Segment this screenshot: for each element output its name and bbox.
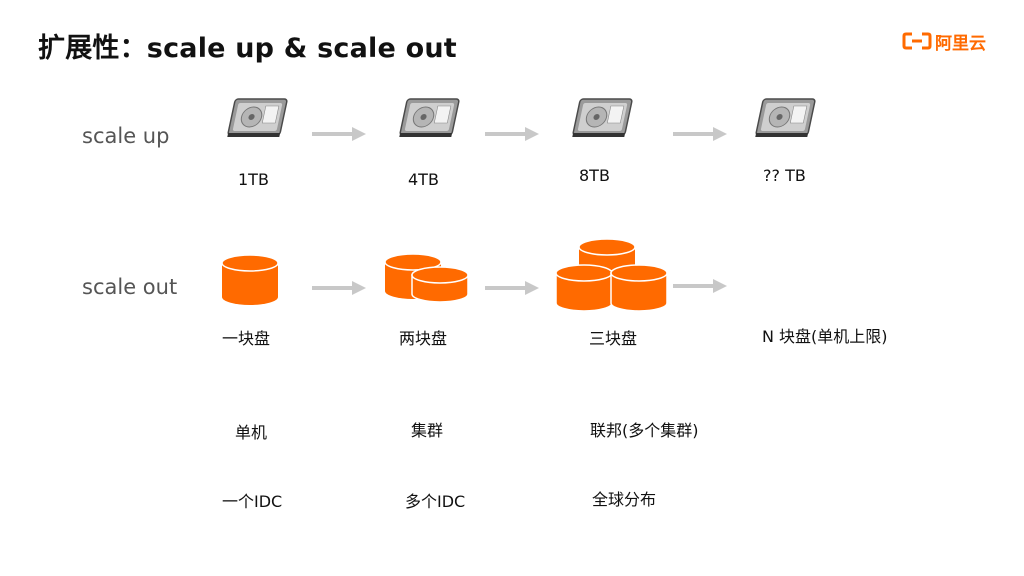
deployment-label-1: 单机	[235, 419, 267, 443]
datacenter-label-3: 全球分布	[592, 486, 656, 510]
deployment-label-3: 联邦(多个集群)	[590, 417, 699, 441]
scale-up-caption-2: 4TB	[408, 170, 439, 189]
hard-drive-icon	[571, 96, 631, 140]
scale-out-caption-2: 两块盘	[399, 325, 447, 349]
scale-up-caption-4: ?? TB	[763, 166, 806, 185]
scale-out-caption-1: 一块盘	[222, 325, 270, 349]
page-title: 扩展性：scale up & scale out	[38, 26, 457, 65]
arrow-right-icon	[673, 127, 727, 141]
aliyun-logo-icon	[902, 32, 932, 50]
aliyun-logo: 阿里云	[902, 28, 986, 54]
logo-text: 阿里云	[935, 29, 986, 54]
scale-up-caption-3: 8TB	[579, 166, 610, 185]
scale-out-caption-4: N 块盘(单机上限)	[762, 323, 888, 347]
arrow-right-icon	[312, 281, 366, 295]
scale-out-label: scale out	[82, 275, 177, 299]
scale-up-caption-1: 1TB	[238, 170, 269, 189]
scale-out-caption-3: 三块盘	[589, 325, 637, 349]
datacenter-label-1: 一个IDC	[222, 488, 282, 512]
scale-up-label: scale up	[82, 124, 169, 148]
arrow-right-icon	[312, 127, 366, 141]
datacenter-label-2: 多个IDC	[405, 488, 465, 512]
hard-drive-icon	[226, 96, 286, 140]
arrow-right-icon	[485, 281, 539, 295]
database-icon	[555, 237, 669, 315]
deployment-label-2: 集群	[411, 417, 443, 441]
hard-drive-icon	[398, 96, 458, 140]
database-icon	[384, 253, 470, 305]
arrow-right-icon	[485, 127, 539, 141]
database-icon	[220, 253, 280, 307]
hard-drive-icon	[754, 96, 814, 140]
arrow-right-icon	[673, 279, 727, 293]
